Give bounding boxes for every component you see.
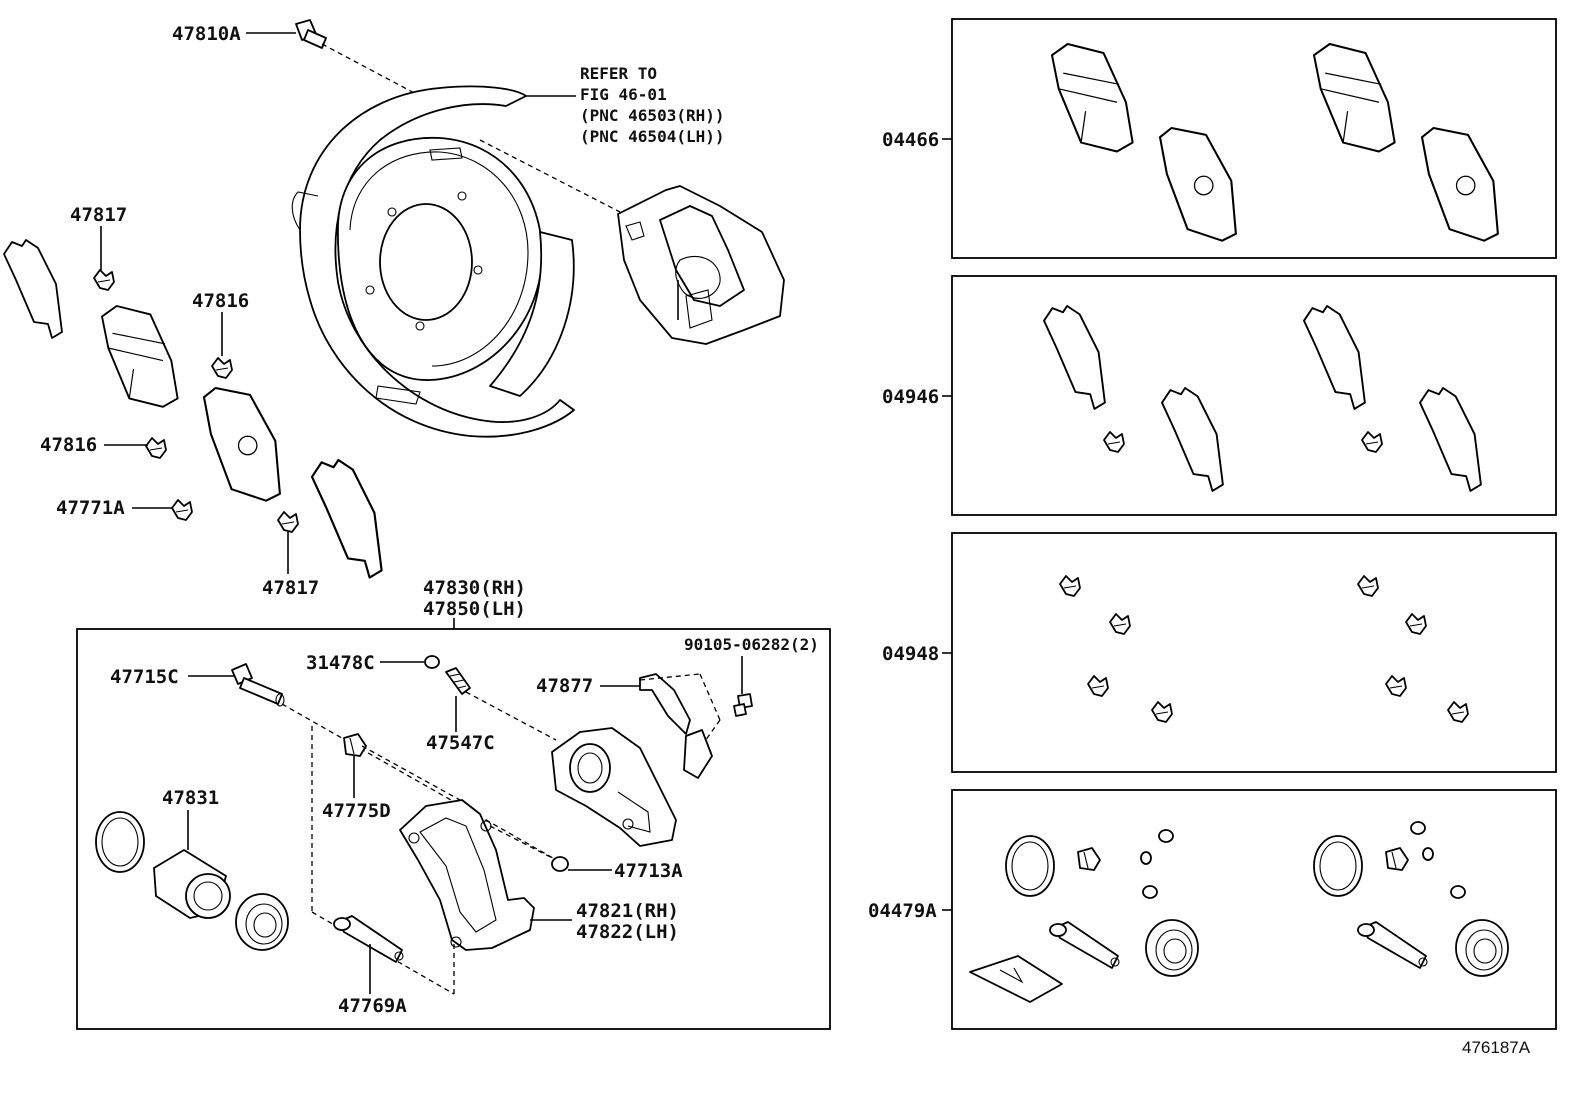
label-47816-mid: 47816 bbox=[40, 434, 97, 456]
note-line-1: REFER TO bbox=[580, 64, 657, 83]
figure-id: 476187A bbox=[1462, 1038, 1531, 1057]
kit-04948-clip-7 bbox=[1385, 675, 1407, 697]
kit-04479A-pin-1 bbox=[1049, 921, 1120, 969]
caliper-assembly-top bbox=[617, 185, 785, 345]
kit-04479A-boot-2 bbox=[1385, 847, 1409, 871]
boot-47775D bbox=[343, 733, 367, 757]
kit-04948-clip-4 bbox=[1151, 701, 1173, 723]
pad-shim-center bbox=[310, 458, 383, 579]
kit-04948-clip-8 bbox=[1447, 701, 1469, 723]
caliper-mounting-bracket bbox=[399, 799, 535, 951]
label-kit-04946: 04946 bbox=[882, 386, 939, 408]
ring-47831 bbox=[95, 811, 145, 873]
note-line-4: (PNC 46504(LH)) bbox=[580, 127, 725, 146]
label-90105: 90105-06282(2) bbox=[684, 635, 819, 654]
kit-04466-pad-2 bbox=[1312, 42, 1396, 153]
label-47713A: 47713A bbox=[614, 860, 683, 882]
brake-pad-plate-left bbox=[202, 386, 281, 502]
label-kit-04948: 04948 bbox=[882, 643, 939, 665]
label-47816-top: 47816 bbox=[192, 290, 249, 312]
kit-04479A-cap-4 bbox=[1450, 885, 1466, 899]
label-47821: 47821(RH) bbox=[576, 900, 679, 922]
label-47817-top: 47817 bbox=[70, 204, 127, 226]
label-47830: 47830(RH) bbox=[423, 577, 526, 599]
kit-04946-clip-1 bbox=[1103, 431, 1125, 453]
label-31478C: 31478C bbox=[306, 652, 375, 674]
clip-47771A bbox=[171, 499, 193, 521]
clip-47816-mid bbox=[145, 437, 167, 459]
kit-04946-shim-4 bbox=[1419, 387, 1482, 492]
kit-04948-clip-3 bbox=[1087, 675, 1109, 697]
pin-47769A bbox=[333, 915, 404, 963]
label-47850: 47850(LH) bbox=[423, 598, 526, 620]
brake-pad-left bbox=[101, 305, 179, 408]
anti-rattle-clip bbox=[683, 729, 713, 779]
kit-04479A-spring-1 bbox=[1140, 851, 1152, 865]
label-47877: 47877 bbox=[536, 675, 593, 697]
label-47775D: 47775D bbox=[322, 800, 391, 822]
piston-47831 bbox=[153, 849, 231, 919]
kit-04479A-cap-3 bbox=[1410, 821, 1426, 835]
kit-04479A-grease-packet bbox=[969, 955, 1063, 1003]
kit-04466-plate-1 bbox=[1158, 126, 1237, 242]
kit-04479A-cap-1 bbox=[1158, 829, 1174, 843]
kit-04948-clip-6 bbox=[1405, 613, 1427, 635]
cap-47713A bbox=[551, 856, 569, 872]
cap-31478C bbox=[424, 655, 440, 669]
kit-box-04946 bbox=[951, 275, 1557, 516]
kit-04479A-spring-2 bbox=[1422, 847, 1434, 861]
label-47547C: 47547C bbox=[426, 732, 495, 754]
clip-47817-top bbox=[93, 269, 115, 291]
label-kit-04466: 04466 bbox=[882, 129, 939, 151]
pad-shim-far-left bbox=[3, 239, 63, 339]
kit-04948-clip-2 bbox=[1109, 613, 1131, 635]
kit-04946-clip-2 bbox=[1361, 431, 1383, 453]
bolt-47810A bbox=[295, 19, 327, 49]
clip-47816-top bbox=[211, 357, 233, 379]
label-47810A: 47810A bbox=[172, 23, 241, 45]
seal-47831 bbox=[235, 893, 289, 951]
label-47771A: 47771A bbox=[56, 497, 125, 519]
label-kit-04479A: 04479A bbox=[868, 900, 937, 922]
kit-04479A-pin-2 bbox=[1357, 921, 1428, 969]
spring-47877 bbox=[639, 673, 691, 735]
bolt-47715C bbox=[231, 663, 285, 707]
note-line-2: FIG 46-01 bbox=[580, 85, 667, 104]
kit-04948-clip-1 bbox=[1059, 575, 1081, 597]
kit-04466-plate-2 bbox=[1420, 126, 1499, 242]
label-47769A: 47769A bbox=[338, 995, 407, 1017]
backing-plate bbox=[291, 85, 575, 438]
kit-04479A-ring-1 bbox=[1005, 835, 1055, 897]
label-47817-bot: 47817 bbox=[262, 577, 319, 599]
kit-04479A-cap-2 bbox=[1142, 885, 1158, 899]
note-line-3: (PNC 46503(RH)) bbox=[580, 106, 725, 125]
caliper-body bbox=[551, 727, 677, 847]
clip-47817-bot bbox=[277, 511, 299, 533]
kit-04946-shim-1 bbox=[1043, 305, 1106, 410]
screw-90105 bbox=[733, 693, 753, 717]
kit-04466-pad-1 bbox=[1050, 42, 1134, 153]
label-47822: 47822(LH) bbox=[576, 921, 679, 943]
kit-04946-shim-2 bbox=[1161, 387, 1224, 492]
kit-04479A-ring-2 bbox=[1313, 835, 1363, 897]
kit-04479A-seal-1 bbox=[1145, 919, 1199, 977]
kit-04946-shim-3 bbox=[1303, 305, 1366, 410]
bleeder-47547C bbox=[445, 667, 471, 695]
kit-04479A-boot-1 bbox=[1077, 847, 1101, 871]
kit-04948-clip-5 bbox=[1357, 575, 1379, 597]
kit-box-04948 bbox=[951, 532, 1557, 773]
label-47831: 47831 bbox=[162, 787, 219, 809]
label-47715C: 47715C bbox=[110, 666, 179, 688]
kit-04479A-seal-2 bbox=[1455, 919, 1509, 977]
